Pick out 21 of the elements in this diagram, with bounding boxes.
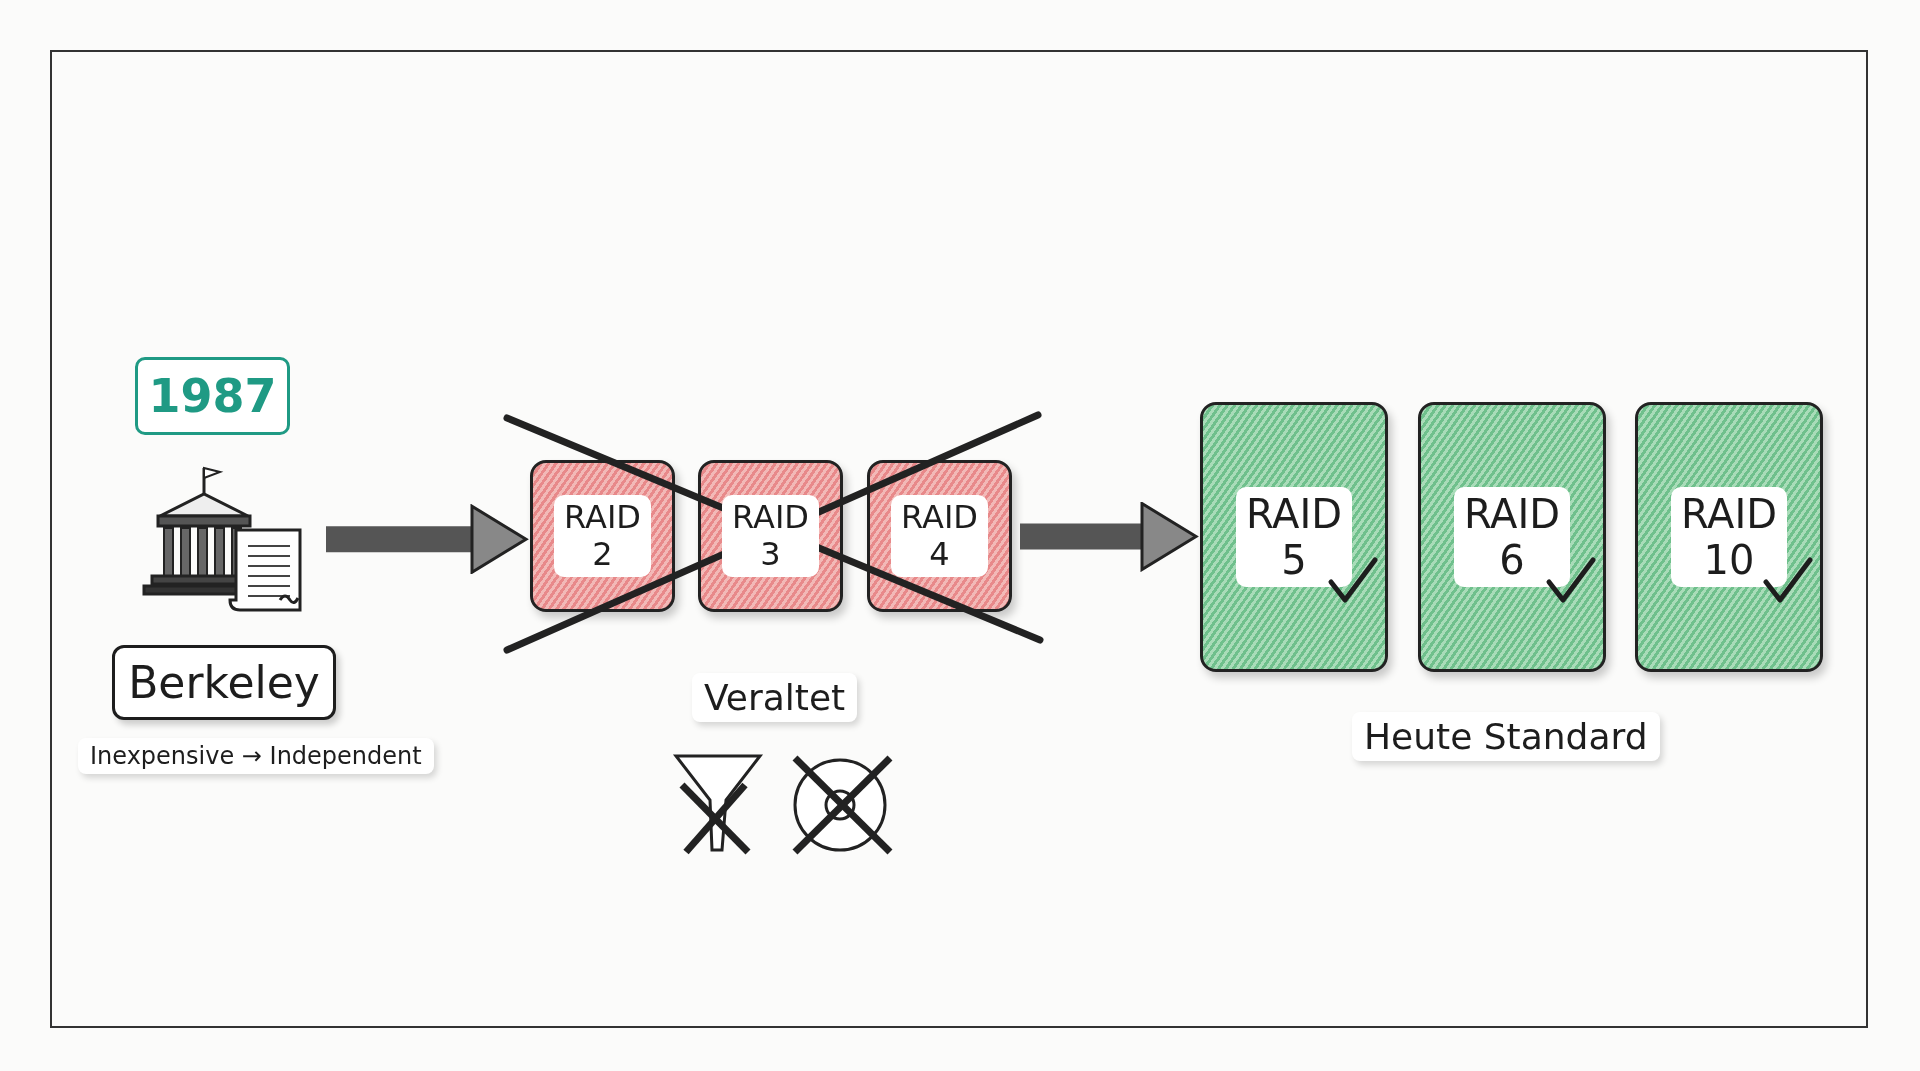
raid-card bbox=[698, 460, 843, 612]
raid-card bbox=[867, 460, 1012, 612]
box-label: Berkeley bbox=[128, 657, 320, 708]
block-arrow bbox=[326, 504, 528, 574]
block-arrow bbox=[1020, 502, 1198, 571]
caption-label: Inexpensive → Independent bbox=[78, 738, 434, 774]
raid-card bbox=[1635, 402, 1823, 672]
raid-card bbox=[530, 460, 675, 612]
raid-card bbox=[1200, 402, 1388, 672]
raid-card bbox=[1418, 402, 1606, 672]
card-label: RAID 5 bbox=[1235, 487, 1353, 587]
card-label: RAID 3 bbox=[722, 495, 819, 577]
card-label: RAID 10 bbox=[1670, 487, 1788, 587]
box-label: 1987 bbox=[148, 369, 277, 423]
caption-label: Heute Standard bbox=[1352, 712, 1660, 761]
card-label: RAID 4 bbox=[891, 495, 988, 577]
name-box bbox=[112, 645, 336, 720]
year-tag bbox=[135, 357, 290, 435]
card-label: RAID 2 bbox=[554, 495, 651, 577]
caption-label: Veraltet bbox=[692, 673, 858, 722]
card-label: RAID 6 bbox=[1453, 487, 1571, 587]
